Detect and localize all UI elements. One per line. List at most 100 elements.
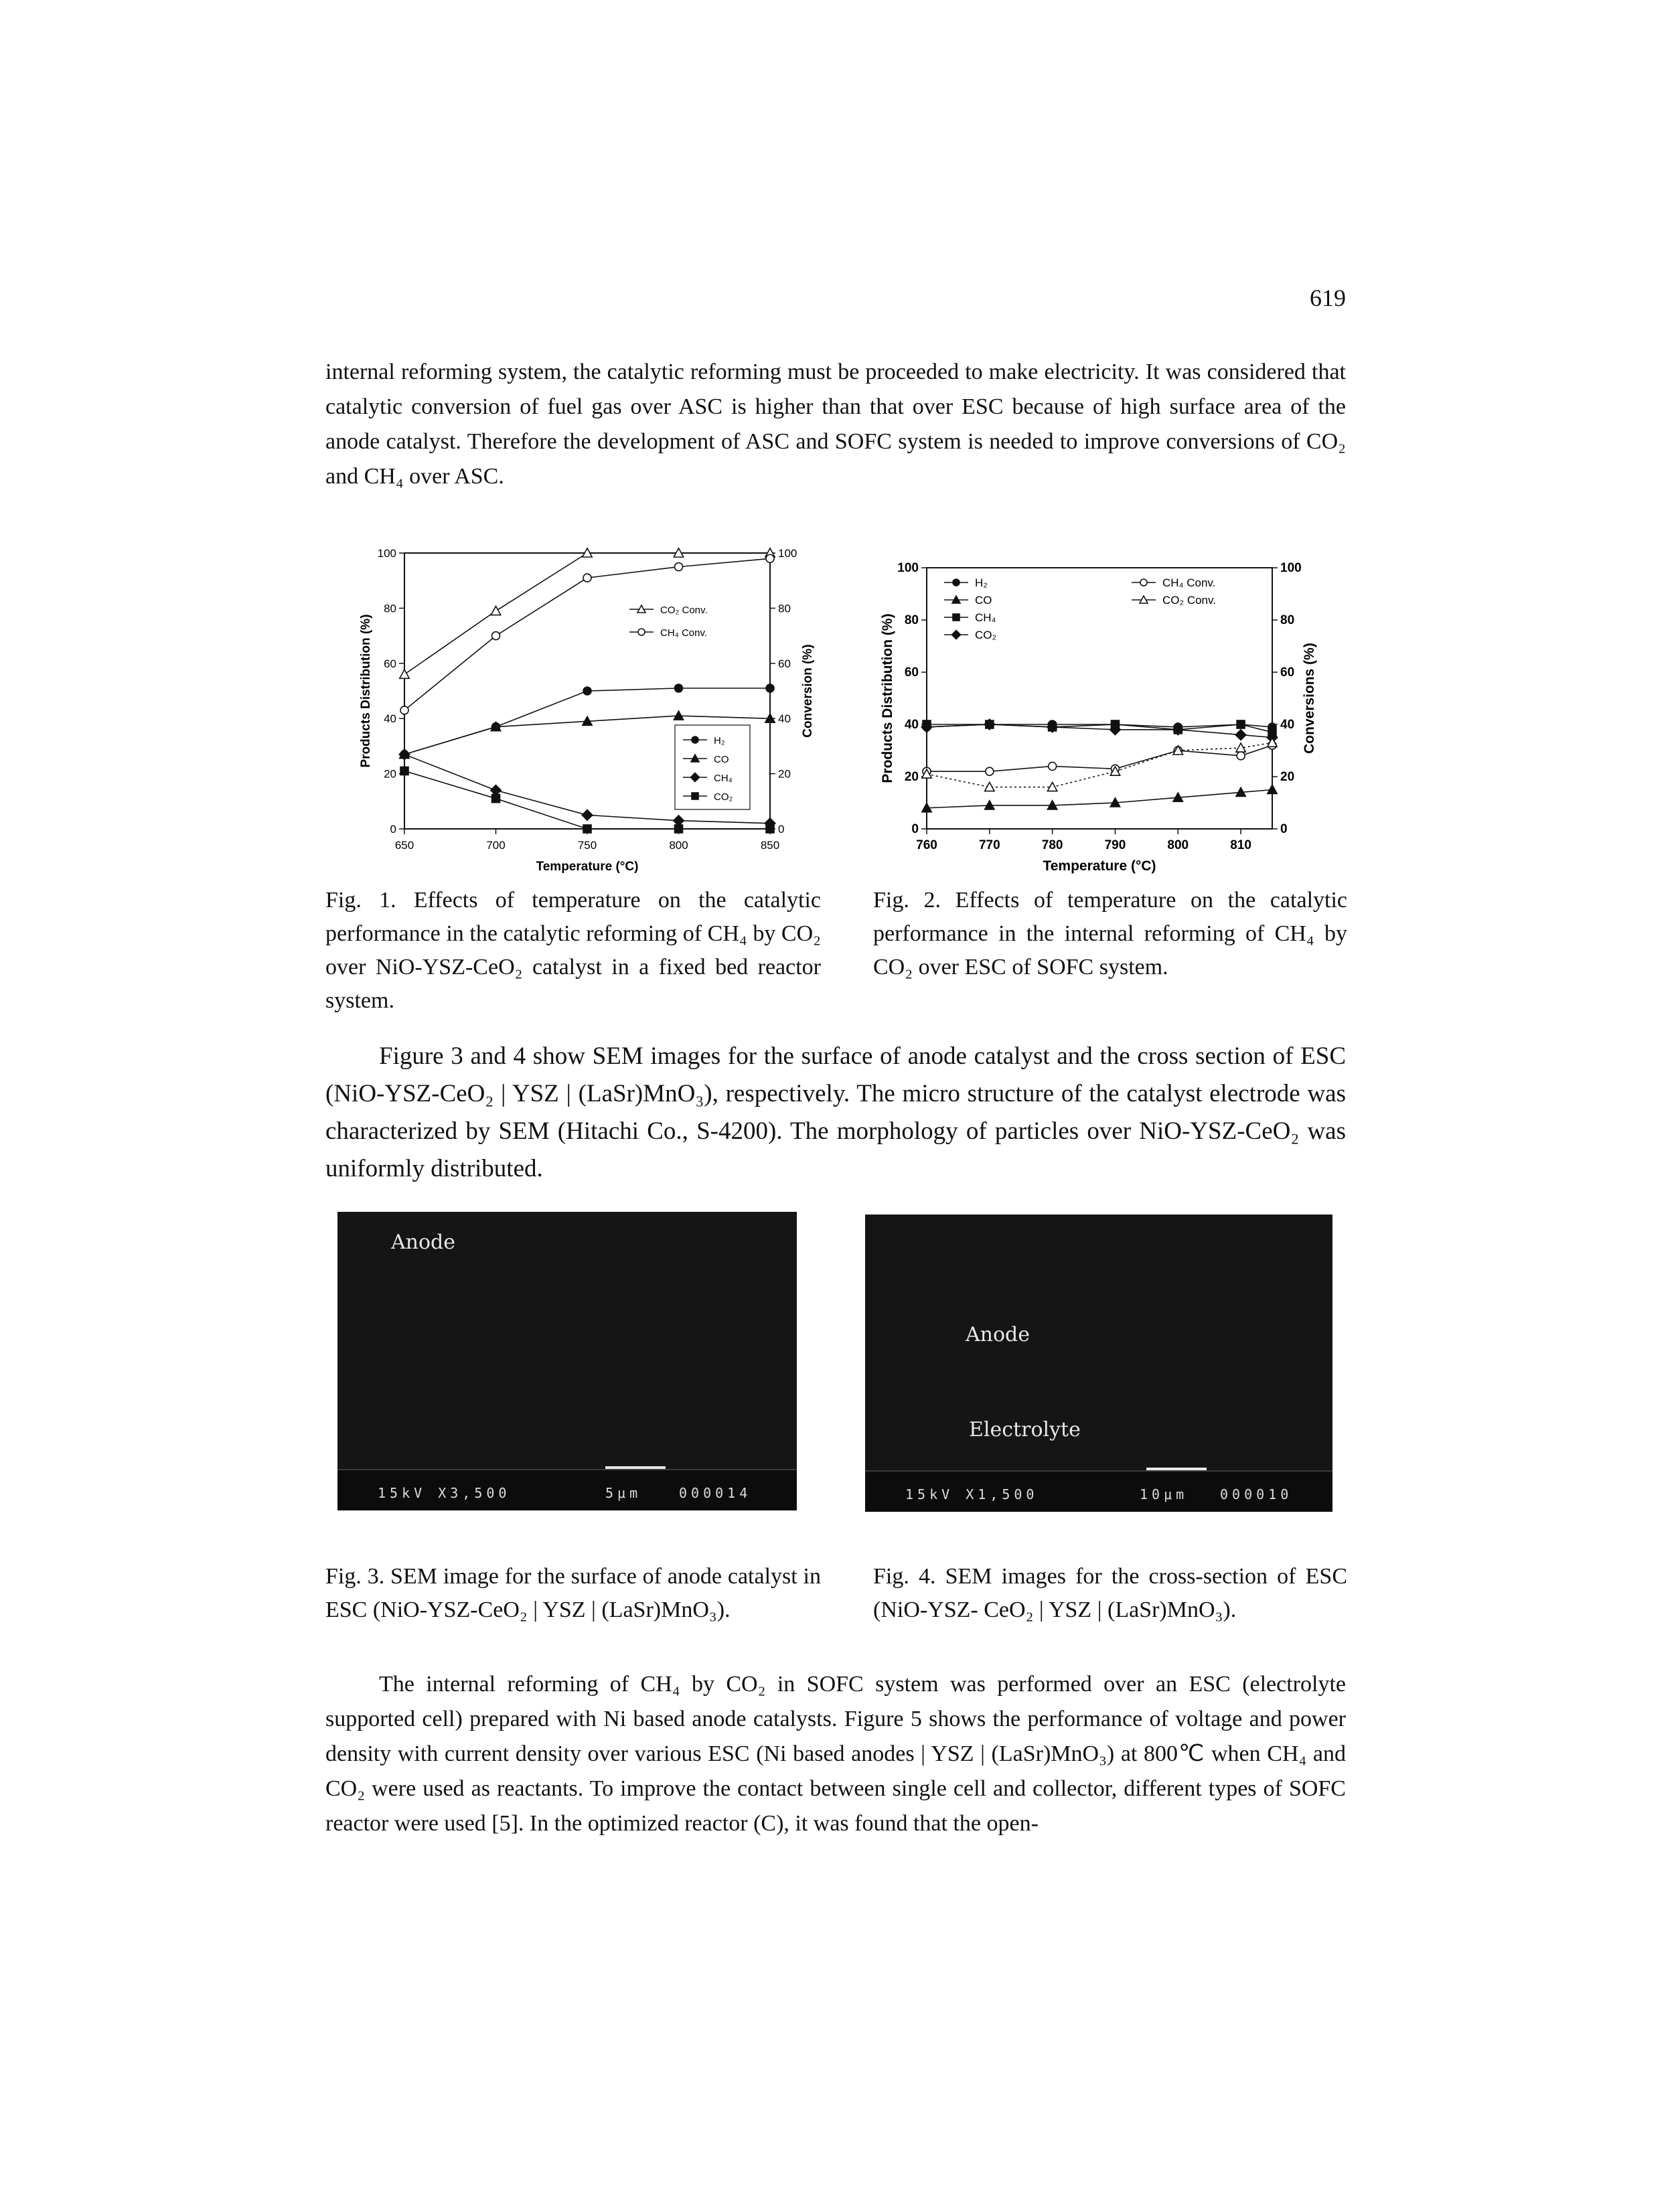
data-point-co2 [1046, 720, 1059, 733]
data-point-ch4 [398, 748, 410, 761]
figure-1-caption: Fig. 1. Effects of temperature on the ca… [325, 888, 821, 1013]
y2-tick-label: 100 [778, 547, 797, 560]
y-tick-label: 20 [384, 768, 396, 781]
legend-label-h2: H₂ [975, 576, 988, 589]
sem-image-number: 000014 [679, 1485, 752, 1501]
y-tick-label: 60 [905, 666, 919, 680]
y2-tick-label: 0 [1280, 822, 1288, 836]
data-point-co2-conv [984, 781, 996, 792]
data-point-co [1109, 797, 1122, 807]
data-point-co [489, 720, 502, 732]
sem-scale-label: 5μm [605, 1485, 642, 1501]
legend-marker-co2-conv [636, 604, 647, 613]
legend-label-co2: CO₂ [975, 629, 996, 641]
sem-settings: 15kV X3,500 [378, 1485, 511, 1501]
y2-tick-label: 100 [1280, 561, 1302, 575]
x-tick-label: 780 [1042, 838, 1063, 852]
data-point-co [1047, 799, 1059, 810]
data-point-co [1266, 783, 1278, 795]
sem-label-anode: Anode [391, 1231, 456, 1254]
legend-marker-h2 [691, 736, 699, 744]
legend-label-ch4-conv: CH₄ Conv. [660, 627, 707, 639]
data-point-co2 [674, 824, 684, 834]
legend-label-ch4-conv: CH₄ Conv. [1162, 576, 1215, 589]
y-tick-label: 80 [384, 602, 396, 615]
x-axis-label: Temperature (°C) [536, 860, 639, 874]
sem-info-bar: 15kV X1,500 10μm 000010 [865, 1468, 1332, 1512]
series-line-co2-conv [926, 742, 1273, 788]
y2-tick-label: 0 [778, 823, 784, 836]
sem-info-bar: 15kV X3,500 5μm 000014 [337, 1466, 797, 1510]
y-tick-label: 0 [390, 823, 396, 836]
legend-label-ch4: CH₄ [714, 773, 733, 784]
scale-bar [605, 1466, 666, 1469]
data-point-co [984, 799, 996, 810]
data-point-co [1172, 791, 1184, 803]
y2-axis-label: Conversion (%) [801, 644, 815, 737]
data-point-co [921, 801, 933, 813]
paragraph-sem: Figure 3 and 4 show SEM images for the s… [325, 1042, 1346, 1182]
y-tick-label: 40 [384, 712, 396, 725]
data-point-h2 [583, 686, 592, 696]
y2-tick-label: 60 [1280, 666, 1294, 680]
legend-label-ch4: CH₄ [975, 611, 996, 624]
y-axis-label: Products Distribution (%) [880, 613, 895, 783]
figure-3-sem-image: Anode 15kV X3,500 5μm 000014 [337, 1212, 797, 1510]
sem-scale-label: 10μm [1140, 1486, 1189, 1502]
data-point-ch4 [672, 814, 685, 827]
series-line-co [926, 789, 1273, 809]
y2-tick-label: 60 [778, 657, 791, 670]
legend-marker-co2-conv [1138, 595, 1149, 604]
data-point-h2 [765, 684, 775, 693]
y-tick-label: 40 [905, 718, 919, 732]
page-number: 619 [1310, 285, 1346, 311]
x-tick-label: 750 [578, 839, 597, 852]
data-point-ch4 [581, 809, 593, 822]
data-point-ch4-conv [400, 706, 409, 715]
y-tick-label: 60 [384, 657, 396, 670]
x-tick-label: 800 [669, 839, 688, 852]
data-point-ch4-conv [583, 573, 592, 582]
legend-label-co2-conv: CO₂ Conv. [1162, 594, 1216, 607]
data-point-ch4-conv [985, 767, 994, 777]
legend-label-co: CO [714, 754, 729, 765]
figure-3-caption: Fig. 3. SEM image for the surface of ano… [325, 1564, 821, 1622]
data-point-co2 [1172, 723, 1185, 736]
data-point-h2 [674, 684, 684, 693]
y2-axis-label: Conversions (%) [1302, 643, 1317, 754]
y-tick-label: 0 [911, 822, 919, 836]
data-point-co2 [400, 766, 409, 776]
x-tick-label: 850 [761, 839, 779, 852]
data-point-co2-conv [398, 668, 410, 680]
y2-tick-label: 40 [778, 712, 791, 725]
x-tick-label: 760 [916, 838, 937, 852]
legend-marker-co [951, 595, 962, 604]
sem-label-anode: Anode [966, 1323, 1030, 1346]
data-point-co2 [583, 824, 592, 834]
data-point-ch4-conv [1047, 761, 1057, 771]
legend-label-co2: CO₂ [714, 791, 733, 803]
x-tick-label: 650 [395, 839, 414, 852]
legend-marker-ch4-conv [1140, 578, 1148, 587]
series-line-co2-conv [404, 552, 770, 675]
legend-marker-co2 [951, 629, 962, 640]
data-point-ch4 [489, 784, 502, 797]
figure-4-sem-image: Anode Electrolyte 15kV X1,500 10μm 00001… [865, 1215, 1332, 1512]
data-point-co [1235, 786, 1247, 797]
data-point-co2 [1235, 728, 1247, 741]
x-tick-label: 700 [486, 839, 505, 852]
legend-marker-co2 [691, 792, 699, 800]
legend-marker-ch4-conv [637, 628, 645, 636]
y-tick-label: 100 [897, 561, 919, 575]
legend-marker-h2 [952, 578, 960, 587]
y2-tick-label: 80 [1280, 613, 1294, 627]
x-tick-label: 810 [1230, 838, 1251, 852]
x-tick-label: 770 [979, 838, 1000, 852]
scale-bar [1146, 1468, 1207, 1470]
legend-marker-co [690, 753, 700, 763]
legend-label-co: CO [975, 594, 992, 607]
paragraph-internal-reforming: The internal reforming of CH₄ by CO₂ in … [325, 1672, 1346, 1836]
data-point-co2-conv [672, 547, 685, 558]
y2-tick-label: 20 [778, 768, 791, 781]
